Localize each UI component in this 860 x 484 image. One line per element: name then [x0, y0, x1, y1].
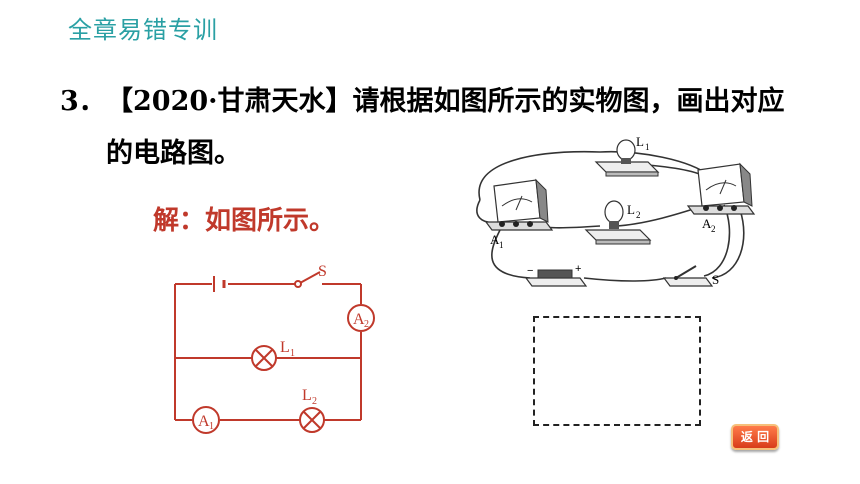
- physical-diagram: L 1 L 2 A 1 A 2 − +: [476, 134, 756, 287]
- physical-lamp-l1-subscript: 1: [645, 142, 650, 152]
- question-number: 3．: [60, 86, 106, 117]
- ammeter-a2-symbol: A 2: [347, 304, 375, 332]
- switch-label: S: [318, 263, 327, 280]
- question-text: 3．【2020·甘肃天水】请根据如图所示的实物图，画出对应 的电路图。: [60, 76, 820, 180]
- physical-ammeter-a1-subscript: 1: [499, 240, 504, 250]
- answer-text: 解：如图所示。: [153, 206, 336, 236]
- physical-ammeter-a1-label: A: [490, 232, 500, 247]
- lamp-l2-subscript: 2: [312, 396, 317, 407]
- lamp-l2-label: L: [302, 387, 312, 404]
- lamp-l2-symbol: [299, 407, 325, 433]
- lamp-l1-subscript: 1: [290, 348, 295, 359]
- question-line-1: 【2020·甘肃天水】请根据如图所示的实物图，画出对应: [106, 86, 785, 117]
- ammeter-a1-subscript: 1: [209, 421, 214, 432]
- answer-drawing-box: [533, 316, 701, 426]
- physical-lamp-l2-subscript: 2: [636, 210, 641, 220]
- lamp-l1-symbol: [251, 345, 277, 371]
- switch-symbol: [294, 271, 321, 288]
- physical-ammeter-a2-subscript: 2: [711, 224, 716, 234]
- physical-ammeter-a2-label: A: [702, 216, 712, 231]
- physical-switch-label: S: [712, 272, 719, 287]
- battery-symbol: [213, 276, 226, 292]
- ammeter-a1-symbol: A 1: [192, 406, 220, 434]
- back-button[interactable]: 返 回: [731, 424, 779, 450]
- physical-lamp-l2-label: L: [627, 202, 635, 217]
- ammeter-a2-subscript: 2: [364, 319, 369, 330]
- section-header: 全章易错专训: [68, 16, 218, 44]
- physical-battery-plus: +: [575, 263, 581, 275]
- ammeter-a2-label: A: [353, 311, 365, 328]
- lamp-l1-label: L: [280, 339, 290, 356]
- question-line-2: 的电路图。: [106, 138, 241, 169]
- ammeter-a1-label: A: [198, 413, 210, 430]
- physical-battery-minus: −: [527, 265, 533, 277]
- physical-lamp-l1-label: L: [636, 134, 644, 149]
